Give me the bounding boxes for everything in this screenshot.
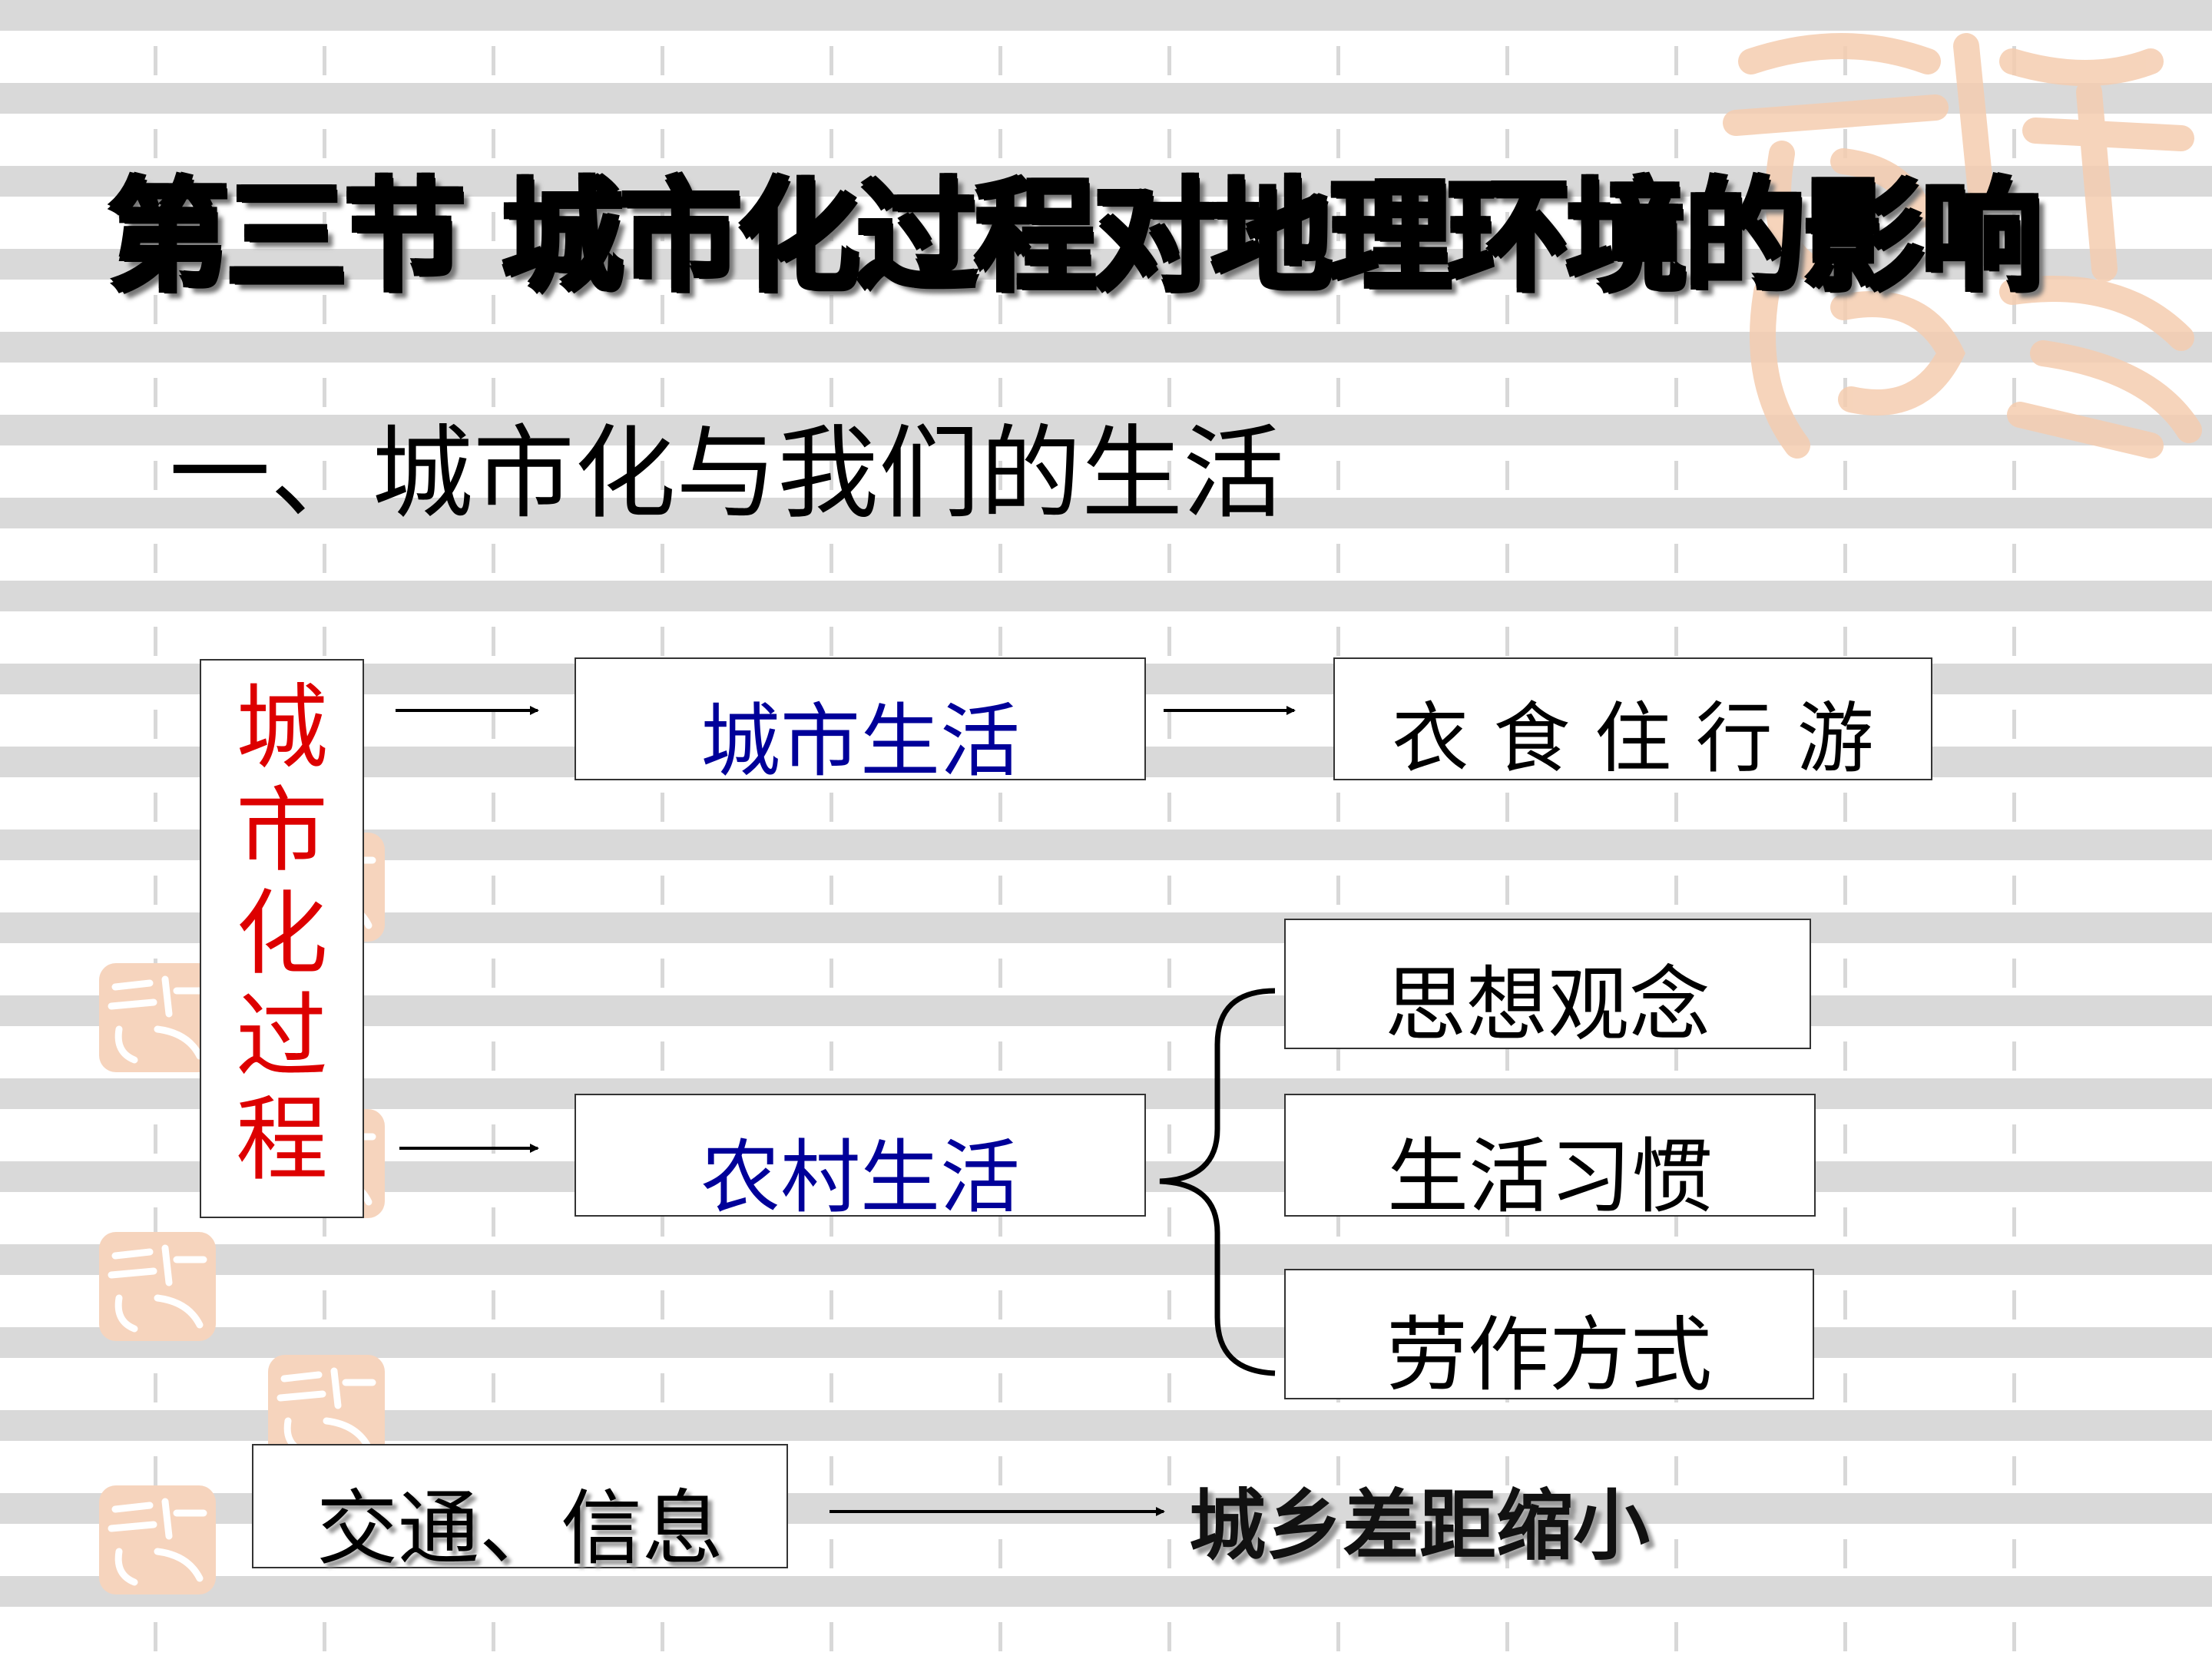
rural-item-label: 思想观念	[1385, 958, 1710, 1052]
urban-life-label: 城市生活	[700, 694, 1020, 788]
grid-line	[154, 46, 157, 1659]
grid-line	[998, 46, 1002, 1659]
urban-life-box: 城市生活	[575, 657, 1146, 788]
urbanization-process-label: 城 市 化 过 程	[236, 675, 328, 1194]
rural-life-label: 农村生活	[700, 1131, 1020, 1224]
curly-brace	[1159, 988, 1276, 1376]
auspicious-seal-icon	[99, 1485, 216, 1594]
urban-needs-label: 衣 食 住 行 游	[1392, 694, 1874, 783]
auspicious-seal-icon	[268, 1355, 385, 1464]
auspicious-seal-icon	[99, 1232, 216, 1341]
grid-line	[2012, 46, 2016, 1659]
grid-line	[1167, 46, 1171, 1659]
grid-line	[1505, 46, 1509, 1659]
grid-line	[1843, 46, 1847, 1659]
section-subtitle: 一、城市化与我们的生活	[169, 415, 1284, 533]
rural-life-box: 农村生活	[575, 1094, 1146, 1224]
rural-item-box: 思想观念	[1284, 919, 1811, 1052]
rural-item-label: 劳作方式	[1386, 1308, 1712, 1402]
grid-line	[661, 46, 664, 1659]
grid-line	[1674, 46, 1678, 1659]
rural-item-label: 生活习惯	[1387, 1130, 1713, 1224]
urban-rural-gap-result: 城乡差距缩小	[1189, 1480, 1650, 1571]
grid-line	[1336, 46, 1340, 1659]
traffic-info-box: 交通、信息	[252, 1444, 788, 1576]
grid-line	[492, 46, 495, 1659]
auspicious-seal-icon	[1723, 33, 2202, 459]
grid-line	[830, 46, 833, 1659]
urban-needs-box: 衣 食 住 行 游	[1333, 657, 1932, 783]
page-title: 第三节 城市化过程对地理环境的影响	[108, 167, 2042, 308]
traffic-info-label: 交通、信息	[316, 1482, 724, 1576]
urbanization-process-box: 城 市 化 过 程	[200, 659, 364, 1218]
rural-item-box: 生活习惯	[1284, 1094, 1816, 1224]
auspicious-seal-icon	[99, 963, 216, 1072]
rural-item-box: 劳作方式	[1284, 1269, 1814, 1402]
